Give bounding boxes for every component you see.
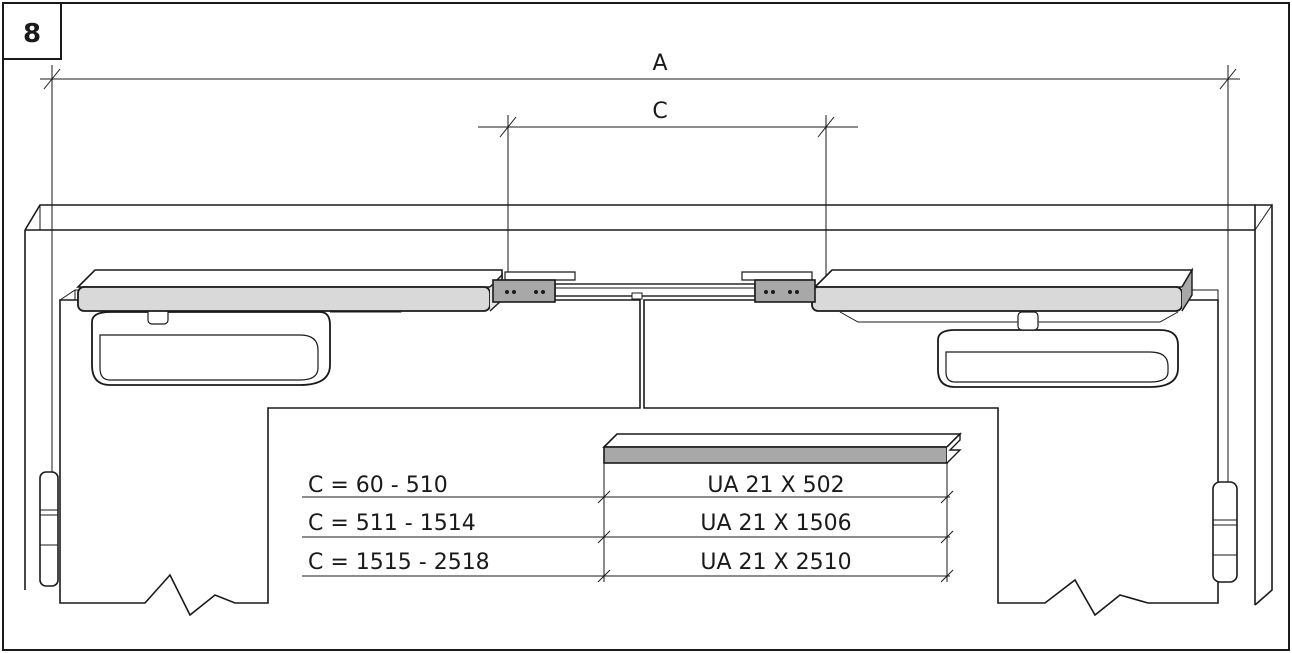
left-hinge — [39, 471, 59, 587]
dimension-a-label: A — [652, 51, 667, 76]
right-slider-block — [741, 271, 816, 303]
right-closer-cover — [811, 267, 1194, 312]
table-row-3-part: UA 21 X 2510 — [700, 550, 851, 575]
right-hinge — [1212, 481, 1238, 583]
dimension-c — [478, 115, 858, 290]
table-row-2-range: C = 511 - 1514 — [308, 511, 476, 536]
rail-selection-table-lines — [302, 463, 954, 583]
rail-profile-section — [602, 432, 962, 464]
figure-number-box — [2, 2, 62, 60]
dimension-c-label: C — [652, 99, 667, 124]
door-frame — [24, 204, 1273, 606]
dimension-a — [40, 65, 1240, 580]
right-closer-arm-body — [839, 311, 1179, 388]
left-slider-block — [492, 271, 576, 303]
table-row-3-range: C = 1515 - 2518 — [308, 550, 490, 575]
figure-number: 8 — [23, 19, 41, 49]
table-row-1-part: UA 21 X 502 — [707, 473, 844, 498]
table-row-1-range: C = 60 - 510 — [308, 473, 448, 498]
table-row-2-part: UA 21 X 1506 — [700, 511, 851, 536]
left-closer-cover — [76, 269, 503, 312]
door-center-gap — [639, 300, 645, 408]
